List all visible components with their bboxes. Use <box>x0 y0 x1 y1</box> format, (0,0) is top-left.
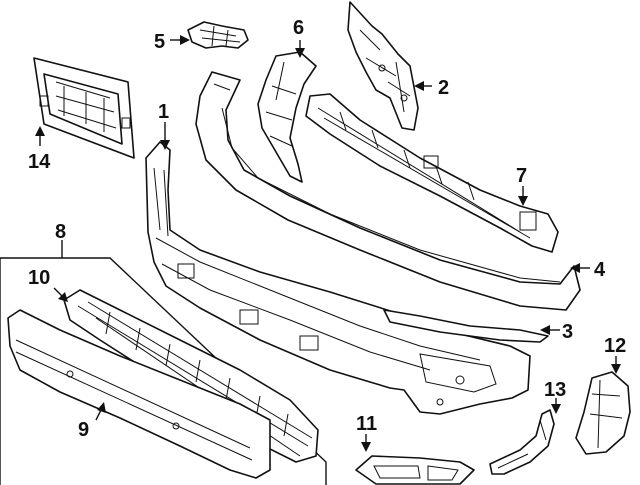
part-upper-bumper-cover <box>195 71 581 311</box>
callout-11: 11 <box>356 413 377 435</box>
callout-5: 5 <box>154 31 165 53</box>
part-reinforcement-beam <box>305 93 559 253</box>
part-side-bracket <box>347 1 419 131</box>
callout-7: 7 <box>516 165 527 187</box>
callout-3: 3 <box>562 321 573 343</box>
callout-4: 4 <box>594 259 606 281</box>
callout-9: 9 <box>78 419 89 441</box>
callout-12: 12 <box>604 335 626 357</box>
callout-labels: 1 2 3 4 5 6 7 8 9 10 11 12 13 14 <box>28 17 626 441</box>
callout-2: 2 <box>438 77 449 99</box>
part-side-cover <box>575 371 631 455</box>
part-clip-bracket <box>187 21 249 49</box>
part-license-bracket <box>33 57 135 159</box>
part-lower-bumper-body <box>145 141 531 415</box>
callout-1: 1 <box>158 101 169 123</box>
leader-lines <box>35 35 621 452</box>
callout-6: 6 <box>293 17 304 39</box>
part-lower-valance <box>7 309 271 479</box>
callout-10: 10 <box>28 267 50 289</box>
callout-14: 14 <box>28 151 51 173</box>
part-vertical-bracket <box>257 51 317 183</box>
callout-8: 8 <box>55 221 66 243</box>
part-trim-strip <box>383 309 549 343</box>
part-fog-lamp-bezel <box>355 455 475 485</box>
callout-13: 13 <box>544 379 566 401</box>
part-small-bracket <box>489 409 555 475</box>
